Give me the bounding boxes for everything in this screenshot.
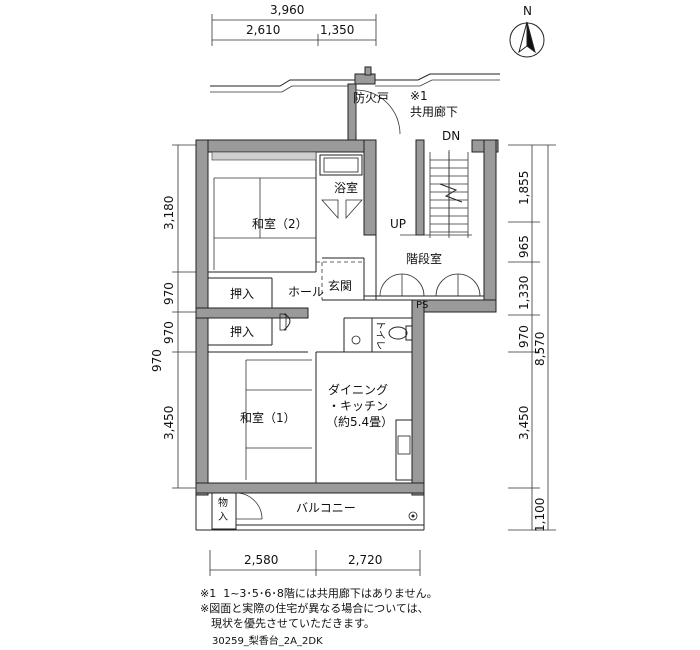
toilet-label: トイレ <box>374 320 385 350</box>
note-1: ※1 1~3･5･6･8階には共用廊下はありません。 <box>200 587 438 600</box>
bath-tub <box>319 154 363 220</box>
dim-top-right: 1,350 <box>320 23 354 37</box>
left-dimension-lines <box>172 144 196 489</box>
stair-doors <box>379 273 481 297</box>
washitsu-2-tatami <box>211 151 317 270</box>
dim-top-left: 2,610 <box>246 23 280 37</box>
balcony-label: バルコニー <box>296 501 356 515</box>
dim-left-2: 970 <box>162 282 176 305</box>
stairwell-steps <box>400 150 472 238</box>
note-2: ※図面と実際の住宅が異なる場合については、 <box>200 602 429 615</box>
stairwell-label: 階段室 <box>406 251 442 266</box>
dim-bottom-left: 2,580 <box>244 553 278 567</box>
balcony <box>195 492 425 531</box>
washitsu-2-label: 和室（2） <box>252 216 308 231</box>
entrance-label: 玄関 <box>328 278 352 293</box>
dim-right-1: 1,855 <box>517 171 531 205</box>
right-dimension-labels: 1,855 965 1,330 970 3,450 1,100 8,570 <box>517 171 547 532</box>
fire-door-label: 防火戸 <box>353 90 389 105</box>
dim-left-3: 970 <box>162 321 176 344</box>
dim-top-total: 3,960 <box>270 3 304 17</box>
washbasin-icon <box>279 313 291 331</box>
dk-label-line1: ダイニング <box>328 382 388 397</box>
caption: 30259_梨香台_2A_2DK <box>212 636 323 647</box>
dim-right-4: 970 <box>517 325 531 348</box>
outer-walls <box>195 139 499 496</box>
compass-label: N <box>523 4 532 18</box>
hall-dashed-lines <box>316 261 364 300</box>
right-dimension-lines <box>508 144 556 531</box>
dim-left-5: 3,450 <box>162 406 176 440</box>
dim-bottom-right: 2,720 <box>348 553 382 567</box>
toilet-icon <box>351 325 413 345</box>
dim-right-3: 1,330 <box>517 276 531 310</box>
compass-north-icon <box>509 21 545 58</box>
washitsu-1-tatami <box>245 359 312 480</box>
bath-label: 浴室 <box>334 180 358 195</box>
top-dimension-lines <box>211 14 377 46</box>
corridor-label: 共用廊下 <box>410 104 458 119</box>
dim-left-4: 970 <box>150 349 164 372</box>
stair-dn-label: DN <box>442 129 460 143</box>
dk-label-line3: （約5.4畳） <box>326 414 393 429</box>
corridor-note-mark: ※1 <box>410 89 428 103</box>
washitsu-1-label: 和室（1） <box>240 410 296 425</box>
hall-label: ホール <box>288 285 324 299</box>
common-corridor <box>210 66 500 145</box>
dim-right-5: 3,450 <box>517 406 531 440</box>
ps-label: PS <box>416 300 428 311</box>
kitchen-counter <box>395 419 413 481</box>
stair-up-label: UP <box>390 217 406 231</box>
dim-left-1: 3,180 <box>162 196 176 230</box>
oshiire-1-label: 押入 <box>230 287 254 301</box>
left-dimension-labels: 3,180 970 970 970 3,450 <box>150 196 176 440</box>
notes: ※1 1~3･5･6･8階には共用廊下はありません。 ※図面と実際の住宅が異なる… <box>200 586 438 631</box>
note-3: 現状を優先させていただきます。 <box>200 617 375 630</box>
dim-right-6: 1,100 <box>533 498 547 532</box>
storage-label-1: 物 <box>218 496 228 509</box>
storage-label-2: 入 <box>218 512 228 523</box>
dim-right-total: 8,570 <box>533 332 547 366</box>
oshiire-2-label: 押入 <box>230 325 254 339</box>
dim-right-2: 965 <box>517 235 531 258</box>
bottom-dimension-lines <box>209 550 421 576</box>
dk-label-line2: ・キッチン <box>328 399 388 413</box>
